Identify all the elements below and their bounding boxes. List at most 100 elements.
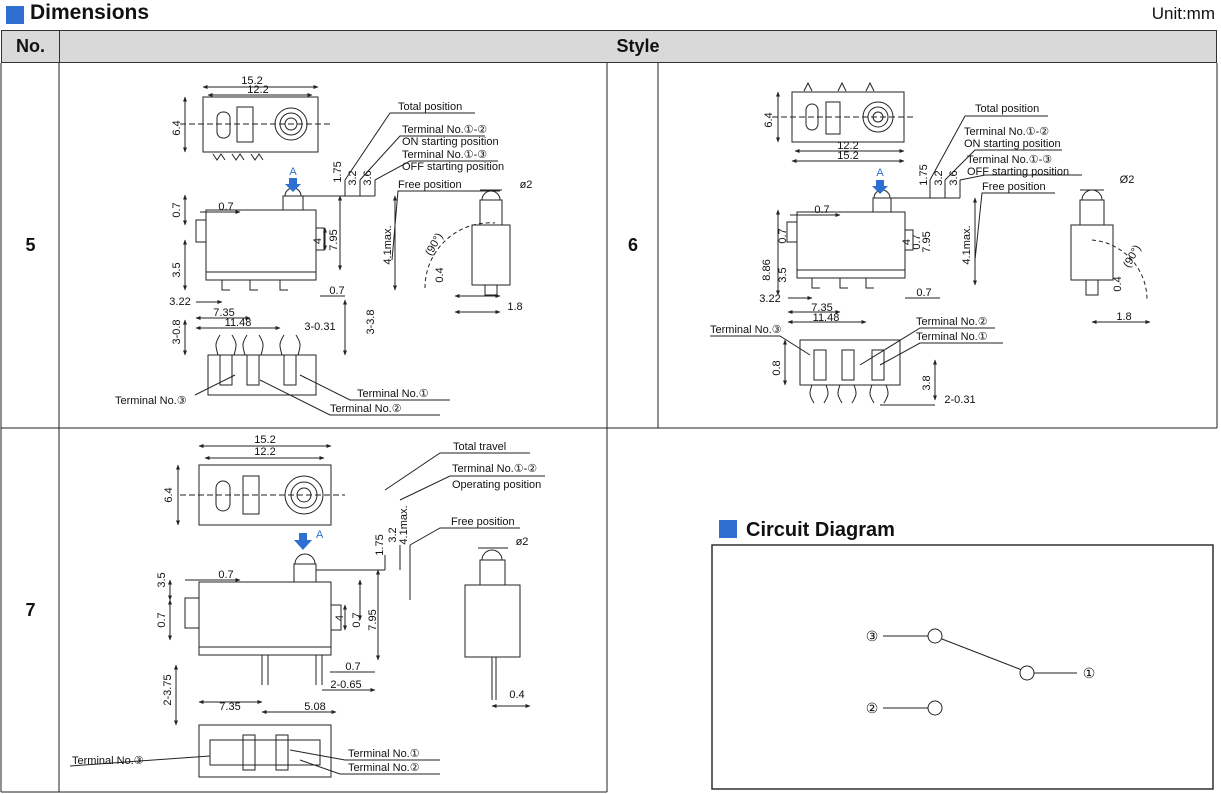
column-header-style: Style bbox=[59, 30, 1217, 63]
row-number-5: 5 bbox=[25, 235, 36, 255]
dim-label: 3.5 bbox=[777, 267, 789, 282]
terminal-2-label: ② bbox=[866, 700, 879, 716]
dim-label: 3.6 bbox=[362, 170, 374, 185]
dim-label: 1.75 bbox=[332, 161, 344, 182]
dim-label: 3.6 bbox=[948, 170, 960, 185]
row-number-6: 6 bbox=[627, 235, 638, 255]
dim-label: 3.2 bbox=[933, 170, 945, 185]
style5-drawing bbox=[180, 85, 511, 416]
dim-label: (90°) bbox=[423, 231, 445, 258]
dim-label: 0.7 bbox=[911, 234, 923, 249]
style6-text: 6.4 12.2 15.2 1.75 3.2 3.6 0.7 8.86 0.7 … bbox=[710, 103, 1144, 406]
callout-label: Free position bbox=[982, 181, 1046, 193]
dim-label: 7.95 bbox=[328, 229, 340, 250]
callout-label: Terminal No.①-② bbox=[964, 126, 1049, 138]
dim-label: 0.4 bbox=[1112, 276, 1124, 291]
dim-label: 3.8 bbox=[921, 375, 933, 390]
circuit-title: Circuit Diagram bbox=[746, 519, 895, 541]
dim-label: 4 bbox=[334, 615, 346, 621]
terminal-1-label: ① bbox=[1083, 665, 1096, 681]
dim-label: 0.7 bbox=[777, 228, 789, 243]
section-marker-icon bbox=[6, 6, 24, 24]
dim-label: 1.8 bbox=[507, 301, 522, 313]
callout-label: Terminal No.② bbox=[348, 762, 420, 774]
callout-label: OFF starting position bbox=[402, 161, 504, 173]
dim-label: 4 bbox=[901, 239, 913, 245]
dim-label: 11.48 bbox=[225, 317, 252, 329]
callout-label: Terminal No.③ bbox=[115, 395, 187, 407]
dim-label: 7.35 bbox=[213, 307, 234, 319]
callout-label: Operating position bbox=[452, 479, 541, 491]
dim-label: 0.7 bbox=[916, 287, 931, 299]
callout-label: Terminal No.③ bbox=[72, 755, 144, 767]
column-header-no: No. bbox=[1, 30, 60, 63]
callout-label: Terminal No.① bbox=[916, 331, 988, 343]
dim-label: 0.7 bbox=[218, 201, 233, 213]
dim-label: 4.1max. bbox=[961, 225, 973, 264]
callout-label: Total travel bbox=[453, 441, 506, 453]
callout-label: Terminal No.①-② bbox=[402, 124, 487, 136]
dim-label: 3-0.31 bbox=[304, 321, 335, 333]
style5-text: 15.2 12.2 6.4 1.75 3.2 3.6 0.7 0.7 4 7.9… bbox=[115, 75, 532, 415]
dim-label: Ø2 bbox=[1120, 174, 1135, 186]
dim-label: 7.35 bbox=[219, 701, 240, 713]
callout-label: Terminal No.①-③ bbox=[967, 154, 1052, 166]
dimensions-table: No. Style 5 6 7 bbox=[1, 30, 1217, 792]
dim-label: 4 bbox=[312, 238, 324, 244]
dim-label: 4.1max. bbox=[382, 225, 394, 264]
callout-label: Terminal No.① bbox=[357, 388, 429, 400]
dim-label: 15.2 bbox=[254, 434, 275, 446]
dim-label: 15.2 bbox=[241, 75, 262, 87]
section-title: Dimensions bbox=[30, 1, 150, 24]
dim-label: 3.22 bbox=[169, 296, 190, 308]
callout-label: OFF starting position bbox=[967, 166, 1069, 178]
dim-label: 1.8 bbox=[1116, 311, 1131, 323]
dim-label: 0.8 bbox=[771, 360, 783, 375]
dim-label: 0.7 bbox=[329, 285, 344, 297]
callout-label: Terminal No.③ bbox=[710, 324, 782, 336]
callout-label: ON starting position bbox=[402, 136, 499, 148]
dim-label: ø2 bbox=[516, 536, 529, 548]
dim-label: 11.48 bbox=[813, 312, 840, 324]
dim-label: 12.2 bbox=[247, 84, 268, 96]
dim-label: 7.95 bbox=[367, 609, 379, 630]
dim-label: 0.4 bbox=[509, 689, 524, 701]
arrow-label: A bbox=[876, 167, 884, 179]
dim-label: 0.7 bbox=[171, 202, 183, 217]
style7-drawing bbox=[69, 444, 545, 778]
dim-label: 5.08 bbox=[304, 701, 325, 713]
row-number-7: 7 bbox=[25, 599, 36, 620]
dim-label: 3-3.8 bbox=[365, 309, 377, 334]
dim-label: 6.4 bbox=[163, 487, 175, 502]
dim-label: 6.4 bbox=[763, 112, 775, 127]
dimensions-header: Dimensions Unit:mm bbox=[0, 0, 1221, 30]
dim-label: 7.35 bbox=[811, 302, 832, 314]
callout-label: Free position bbox=[398, 179, 462, 191]
dim-label: 0.7 bbox=[345, 661, 360, 673]
dim-label: 1.75 bbox=[374, 534, 386, 555]
dim-label: 1.75 bbox=[918, 164, 930, 185]
callout-label: Terminal No.② bbox=[330, 403, 402, 415]
callout-label: Total position bbox=[398, 101, 462, 113]
dim-label: 12.2 bbox=[837, 140, 858, 152]
dim-label: 3.5 bbox=[156, 572, 168, 587]
dim-label: 6.4 bbox=[171, 120, 183, 135]
dim-label: 3.2 bbox=[347, 170, 359, 185]
dim-label: 0.7 bbox=[156, 612, 168, 627]
callout-label: ON starting position bbox=[964, 138, 1061, 150]
terminal-3-label: ③ bbox=[866, 628, 879, 644]
dim-label: 15.2 bbox=[837, 150, 858, 162]
callout-label: Total position bbox=[975, 103, 1039, 115]
dim-label: 8.86 bbox=[761, 259, 773, 280]
style7-text: 15.2 12.2 6.4 1.75 3.2 4.1max. 3.5 0.7 0… bbox=[72, 434, 541, 774]
callout-label: Terminal No.② bbox=[916, 316, 988, 328]
dim-label: 0.7 bbox=[218, 569, 233, 581]
dim-label: (90°) bbox=[1121, 243, 1143, 270]
unit-label: Unit:mm bbox=[1151, 4, 1215, 23]
dim-label: 4.1max. bbox=[398, 505, 410, 544]
dim-label: 3.22 bbox=[759, 293, 780, 305]
arrow-label: A bbox=[316, 529, 324, 541]
dim-label: 3-0.8 bbox=[171, 319, 183, 344]
callout-label: Terminal No.① bbox=[348, 748, 420, 760]
